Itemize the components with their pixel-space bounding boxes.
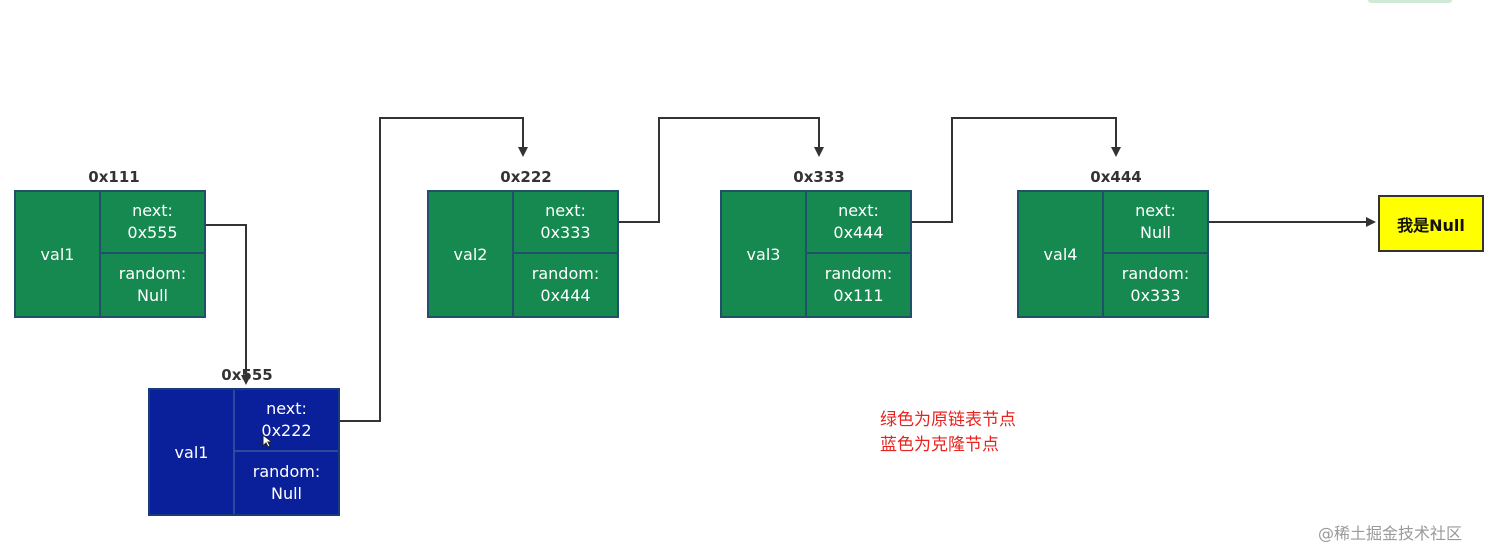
node-value: val2 — [429, 192, 514, 316]
legend-original-note: 绿色为原链表节点 — [880, 410, 1016, 430]
address-label-0x444: 0x444 — [1090, 168, 1142, 186]
next-label: next: — [266, 399, 307, 418]
arrow-111-to-555 — [206, 224, 251, 385]
node-0x111: val1 next: 0x555 random: Null — [14, 190, 206, 318]
node-value: val1 — [150, 390, 235, 514]
next-pointer-cell: next: 0x222 — [235, 390, 338, 452]
next-value: 0x222 — [261, 421, 312, 440]
mouse-cursor-icon — [262, 434, 272, 448]
node-0x444: val4 next: Null random: 0x333 — [1017, 190, 1209, 318]
next-label: next: — [545, 201, 586, 220]
color-legend: 绿色为原链表节点 蓝色为克隆节点 — [880, 408, 1016, 458]
node-0x333: val3 next: 0x444 random: 0x111 — [720, 190, 912, 318]
next-value: 0x444 — [833, 223, 884, 242]
node-value: val4 — [1019, 192, 1104, 316]
arrow-222-to-333 — [619, 117, 824, 223]
address-label-0x222: 0x222 — [500, 168, 552, 186]
watermark-text: @稀土掘金技术社区 — [1318, 524, 1463, 543]
node-0x222: val2 next: 0x333 random: 0x444 — [427, 190, 619, 318]
random-pointer-cell: random: Null — [101, 254, 204, 316]
next-value: 0x333 — [540, 223, 591, 242]
next-label: next: — [1135, 201, 1176, 220]
next-label: next: — [132, 201, 173, 220]
random-pointer-cell: random: 0x333 — [1104, 254, 1207, 316]
null-terminal-box: 我是Null — [1378, 195, 1484, 252]
address-label-0x333: 0x333 — [793, 168, 845, 186]
next-pointer-cell: next: 0x333 — [514, 192, 617, 254]
legend-clone-note: 蓝色为克隆节点 — [880, 435, 999, 455]
random-value: 0x444 — [540, 286, 591, 305]
random-value: 0x333 — [1130, 286, 1181, 305]
next-pointer-cell: next: 0x444 — [807, 192, 910, 254]
node-0x555-clone: val1 next: 0x222 random: Null — [148, 388, 340, 516]
random-label: random: — [118, 264, 187, 283]
random-label: random: — [531, 264, 600, 283]
next-label: next: — [838, 201, 879, 220]
arrow-555-to-222 — [340, 117, 528, 422]
random-value: Null — [137, 286, 168, 305]
random-pointer-cell: random: 0x111 — [807, 254, 910, 316]
next-pointer-cell: next: Null — [1104, 192, 1207, 254]
address-label-0x111: 0x111 — [88, 168, 140, 186]
random-pointer-cell: random: 0x444 — [514, 254, 617, 316]
next-value: 0x555 — [127, 223, 178, 242]
address-label-0x555: 0x555 — [221, 366, 273, 384]
random-value: 0x111 — [833, 286, 884, 305]
top-edge-marker — [1368, 0, 1452, 3]
random-value: Null — [271, 484, 302, 503]
random-label: random: — [252, 462, 321, 481]
random-pointer-cell: random: Null — [235, 452, 338, 514]
next-value: Null — [1140, 223, 1171, 242]
arrow-333-to-444 — [912, 117, 1121, 223]
node-value: val1 — [16, 192, 101, 316]
node-value: val3 — [722, 192, 807, 316]
random-label: random: — [824, 264, 893, 283]
next-pointer-cell: next: 0x555 — [101, 192, 204, 254]
random-label: random: — [1121, 264, 1190, 283]
